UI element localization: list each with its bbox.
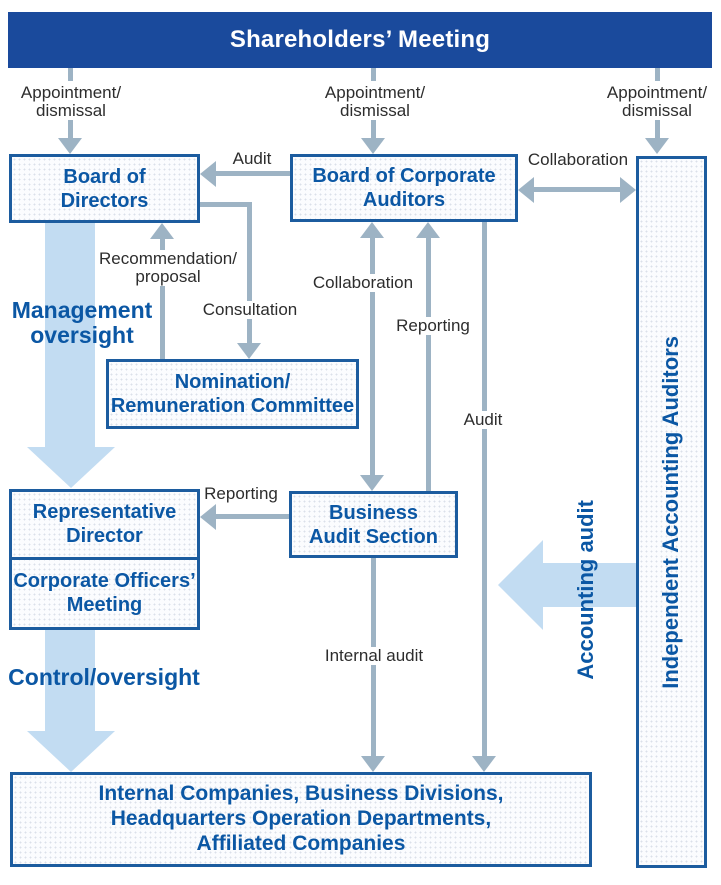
audit-arrow-head [200,161,216,187]
recommendation-proposal-label: Recommendation/ proposal [96,249,240,287]
accounting-audit-arrow-stem [543,563,636,607]
consultation-elbow-vertical [247,202,252,346]
control-oversight-arrow-stem [45,629,95,731]
audit-internal-line [482,222,487,757]
audit-label: Audit [232,149,272,168]
control-oversight-arrow-head [27,731,115,772]
reporting-bca-head [416,222,440,238]
appointment-arrow-right-head [645,138,669,154]
appointment-dismissal-label-right: Appointment/ dismissal [606,83,708,121]
internal-companies-box: Internal Companies, Business Divisions, … [10,772,592,867]
accounting-audit-arrow-head [498,540,543,630]
consultation-arrow-head [237,343,261,359]
representative-director-box: Representative Director Corporate Office… [9,489,200,630]
collaboration-bas-head-up [360,222,384,238]
reporting-bca-label: Reporting [393,316,473,336]
representative-director-cell: Representative Director [12,492,197,557]
control-oversight-label: Control/oversight [8,664,200,690]
recommendation-arrow-line [160,237,165,359]
collaboration-bas-line [370,236,375,477]
appointment-arrow-left-line [68,120,73,140]
recommendation-arrow-head [150,223,174,239]
corporate-officers-meeting-cell: Corporate Officers’ Meeting [12,556,197,627]
reporting-bca-line [426,236,431,491]
appointment-arrow-left-head [58,138,82,154]
independent-accounting-auditors-title: Independent Accounting Auditors [658,335,684,689]
internal-audit-label: Internal audit [321,646,427,666]
shareholders-meeting-banner: Shareholders’ Meeting [8,12,712,68]
management-oversight-label: Management oversight [11,297,153,349]
appointment-dismissal-label-left: Appointment/ dismissal [20,83,122,121]
board-of-corporate-auditors-box: Board of Corporate Auditors [290,154,518,222]
board-of-directors-box: Board of Directors [9,154,200,223]
accounting-audit-label: Accounting audit [573,500,598,680]
business-audit-section-title: Business Audit Section [309,501,438,548]
collaboration-bas-head-down [360,475,384,491]
audit-internal-label: Audit [460,410,506,430]
reporting-rd-head [200,504,216,530]
appointment-dismissal-label-middle: Appointment/ dismissal [324,83,426,121]
shareholders-meeting-title: Shareholders’ Meeting [229,26,491,53]
consultation-elbow-horizontal [199,202,252,207]
audit-arrow-line [214,171,290,176]
collaboration-iaa-label: Collaboration [527,150,629,169]
board-of-corporate-auditors-title: Board of Corporate Auditors [312,165,496,211]
management-oversight-arrow-stem [45,223,95,447]
appointment-arrow-middle-head [361,138,385,154]
nomination-remuneration-committee-box: Nomination/ Remuneration Committee [106,359,359,429]
audit-internal-head [472,756,496,772]
independent-accounting-auditors-box: Independent Accounting Auditors [636,156,707,868]
business-audit-section-box: Business Audit Section [289,491,458,558]
consultation-label: Consultation [199,300,301,320]
collaboration-iaa-head-left [518,177,534,203]
collaboration-iaa-head-right [620,177,636,203]
appointment-arrow-middle-line [371,120,376,140]
management-oversight-arrow-head [27,447,115,488]
internal-audit-head [361,756,385,772]
connector-stub-left [68,68,73,81]
collaboration-bas-label: Collaboration [309,273,417,293]
representative-director-title: Representative Director [32,501,177,548]
connector-stub-right [655,68,660,81]
corporate-officers-meeting-title: Corporate Officers’ Meeting [13,570,196,617]
internal-companies-title: Internal Companies, Business Divisions, … [98,782,504,855]
nomination-remuneration-committee-title: Nomination/ Remuneration Committee [110,371,355,417]
appointment-arrow-right-line [655,120,660,140]
reporting-rd-label: Reporting [204,484,278,503]
board-of-directors-title: Board of Directors [60,165,149,212]
reporting-rd-line [214,514,289,519]
connector-stub-middle [371,68,376,81]
collaboration-iaa-line [532,187,622,192]
